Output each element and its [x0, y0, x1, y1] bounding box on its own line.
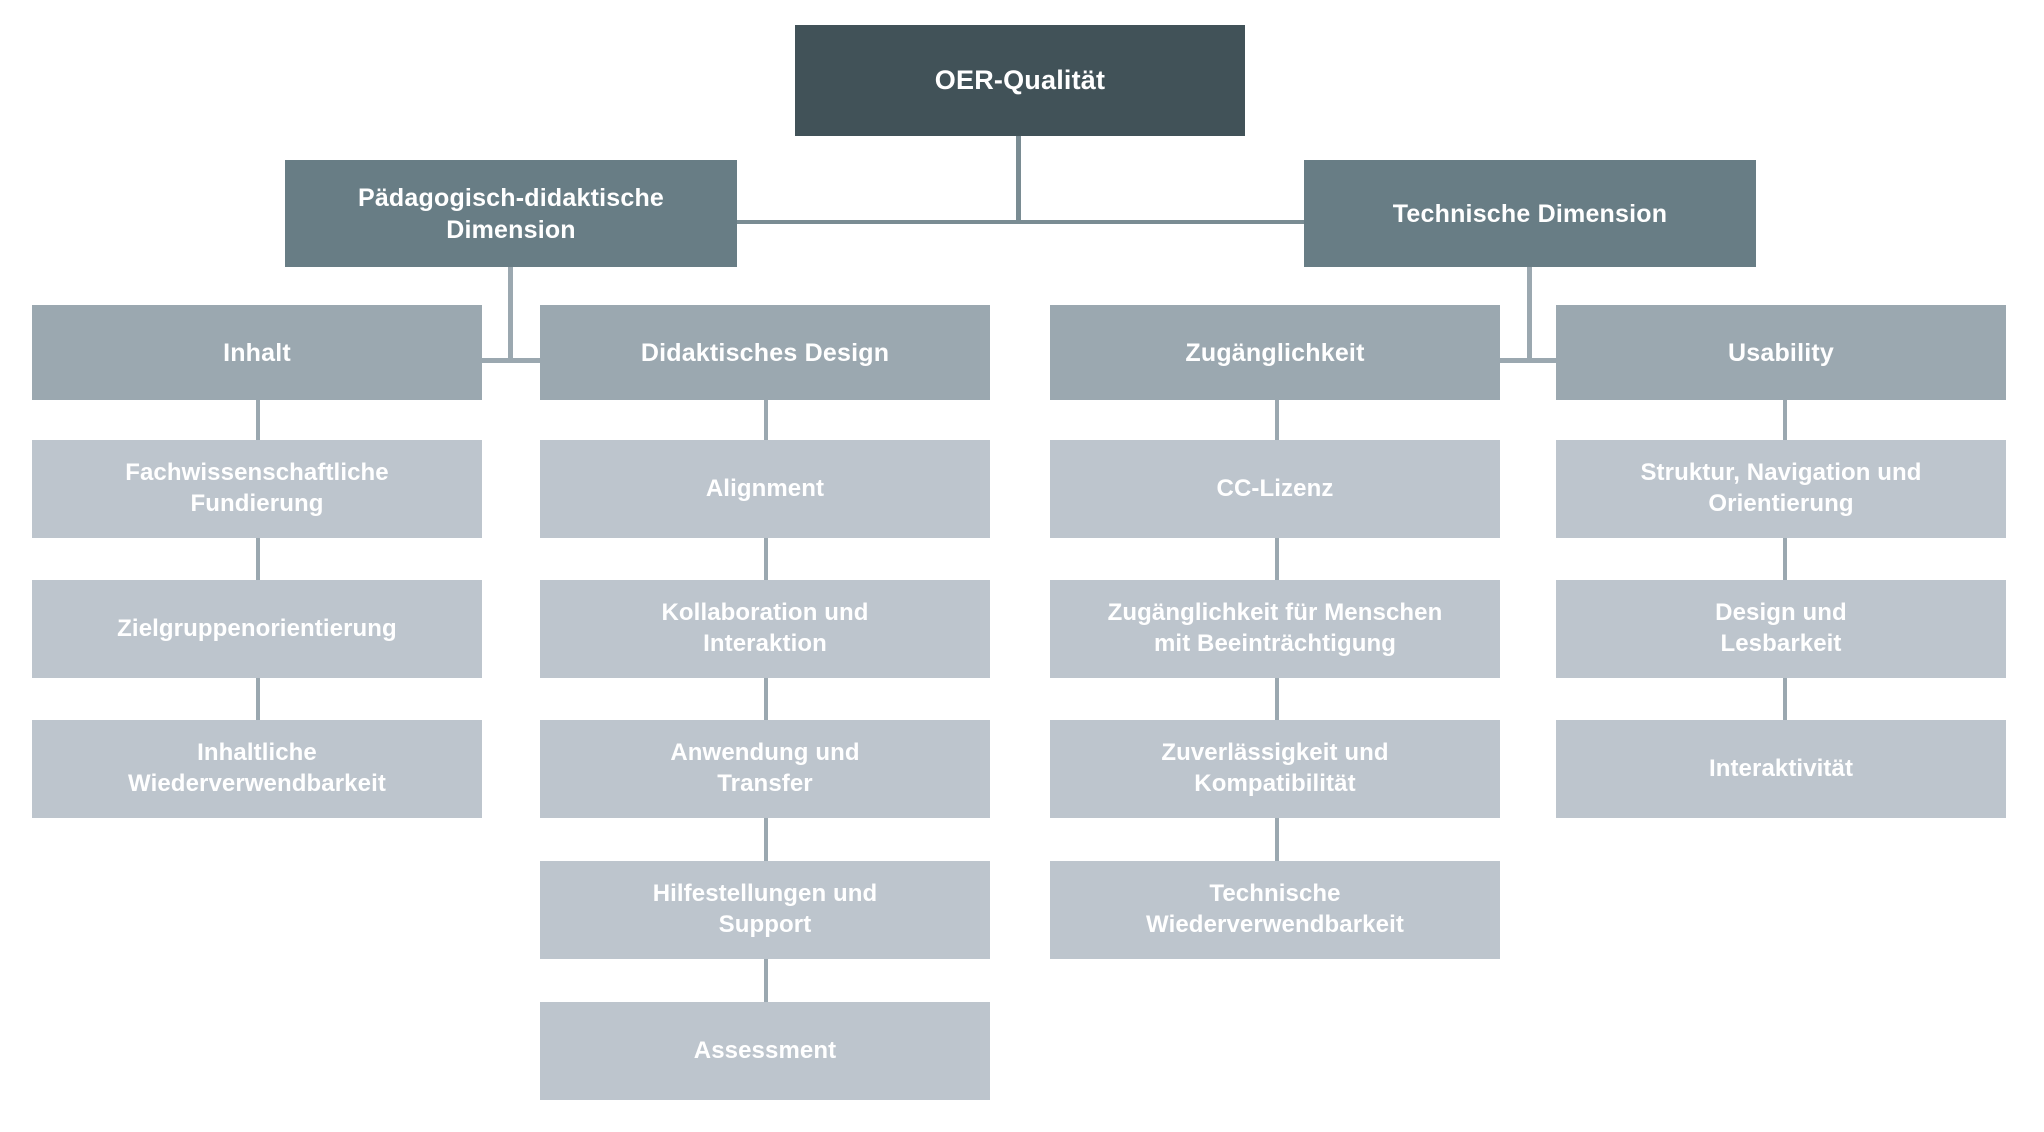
connector-technical-bus [1275, 358, 1783, 363]
connector-root-stem [1016, 136, 1021, 222]
node-category-inhalt[interactable]: Inhalt [32, 305, 482, 400]
node-category-usability[interactable]: Usability [1556, 305, 2006, 400]
connector-technical-stem [1527, 267, 1532, 362]
node-dimension-paedagogisch-didaktisch[interactable]: Pädagogisch-didaktische Dimension [285, 160, 737, 267]
node-criterion-design-und-lesbarkeit[interactable]: Design und Lesbarkeit [1556, 580, 2006, 678]
connector-inhalt-spine [256, 400, 260, 740]
node-criterion-technische-wiederverwendbarkeit[interactable]: Technische Wiederverwendbarkeit [1050, 861, 1500, 959]
node-category-zugaenglichkeit[interactable]: Zugänglichkeit [1050, 305, 1500, 400]
connector-didaktisches-design-spine [764, 400, 768, 1023]
node-criterion-alignment[interactable]: Alignment [540, 440, 990, 538]
node-criterion-anwendung-und-transfer[interactable]: Anwendung und Transfer [540, 720, 990, 818]
node-criterion-hilfestellungen-und-support[interactable]: Hilfestellungen und Support [540, 861, 990, 959]
node-dimension-technisch[interactable]: Technische Dimension [1304, 160, 1756, 267]
connector-pedagogical-bus [256, 358, 764, 363]
node-criterion-fachwissenschaftliche-fundierung[interactable]: Fachwissenschaftliche Fundierung [32, 440, 482, 538]
node-criterion-zugaenglichkeit-beeintraechtigung[interactable]: Zugänglichkeit für Menschen mit Beeinträ… [1050, 580, 1500, 678]
node-criterion-cc-lizenz[interactable]: CC-Lizenz [1050, 440, 1500, 538]
node-criterion-kollaboration-und-interaktion[interactable]: Kollaboration und Interaktion [540, 580, 990, 678]
node-criterion-interaktivitaet[interactable]: Interaktivität [1556, 720, 2006, 818]
connector-pedagogical-stem [508, 267, 513, 362]
node-criterion-struktur-navigation-orientierung[interactable]: Struktur, Navigation und Orientierung [1556, 440, 2006, 538]
node-category-didaktisches-design[interactable]: Didaktisches Design [540, 305, 990, 400]
node-root-oer-qualitaet[interactable]: OER-Qualität [795, 25, 1245, 136]
connector-usability-spine [1783, 400, 1787, 740]
node-criterion-zielgruppenorientierung[interactable]: Zielgruppenorientierung [32, 580, 482, 678]
node-criterion-zuverlaessigkeit-und-kompatibilitaet[interactable]: Zuverlässigkeit und Kompatibilität [1050, 720, 1500, 818]
connector-dimension-bus [510, 220, 1524, 224]
node-criterion-inhaltliche-wiederverwendbarkeit[interactable]: Inhaltliche Wiederverwendbarkeit [32, 720, 482, 818]
node-criterion-assessment[interactable]: Assessment [540, 1002, 990, 1100]
